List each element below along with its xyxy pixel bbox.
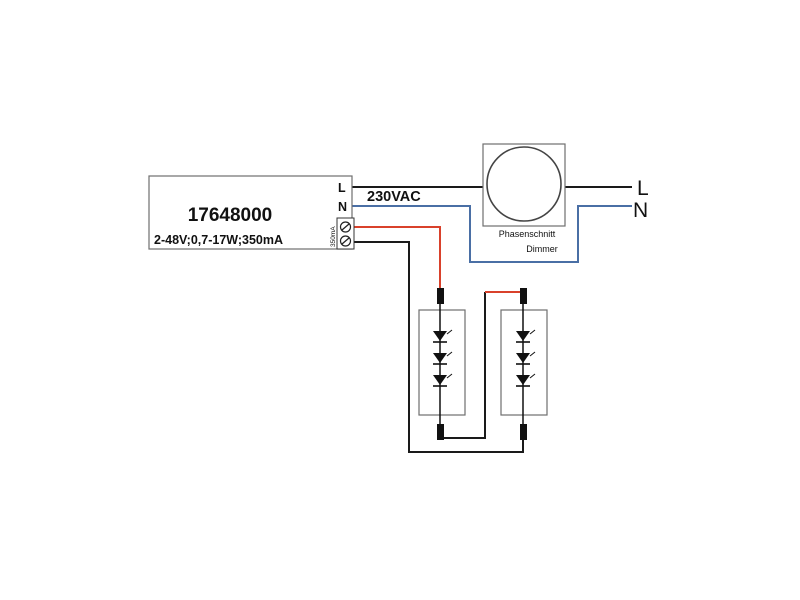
driver-spec: 2-48V;0,7-17W;350mA bbox=[154, 233, 283, 247]
mains-line-label: L bbox=[637, 177, 649, 200]
positive-wire bbox=[352, 226, 441, 294]
supply-voltage-label: 230VAC bbox=[367, 189, 421, 205]
driver-terminal-n: N bbox=[338, 200, 347, 214]
module-link-wire bbox=[440, 292, 486, 439]
driver-terminal-l: L bbox=[338, 181, 346, 195]
mains-neutral-label: N bbox=[633, 199, 648, 222]
led-diode-icon bbox=[433, 351, 453, 365]
dimmer-label-line1: Phasenschnitt bbox=[499, 229, 556, 239]
led-diode-icon bbox=[433, 329, 453, 343]
terminal-screw-icon bbox=[339, 221, 352, 233]
driver-model-number: 17648000 bbox=[188, 205, 273, 226]
led-diode-icon bbox=[516, 373, 536, 387]
driver-output-label: 350mA bbox=[330, 226, 337, 247]
led-driver bbox=[148, 175, 353, 250]
led-module-1 bbox=[418, 288, 466, 440]
neutral-wire bbox=[352, 205, 632, 263]
terminal-screw-icon bbox=[339, 235, 352, 247]
led-diode-icon bbox=[433, 373, 453, 387]
negative-wire bbox=[352, 241, 524, 453]
led-diode-icon bbox=[516, 329, 536, 343]
dimmer-label-line2: Dimmer bbox=[526, 244, 558, 254]
led-diode-icon bbox=[516, 351, 536, 365]
dimmer-knob-icon bbox=[486, 146, 562, 222]
led-module-2 bbox=[500, 288, 548, 440]
